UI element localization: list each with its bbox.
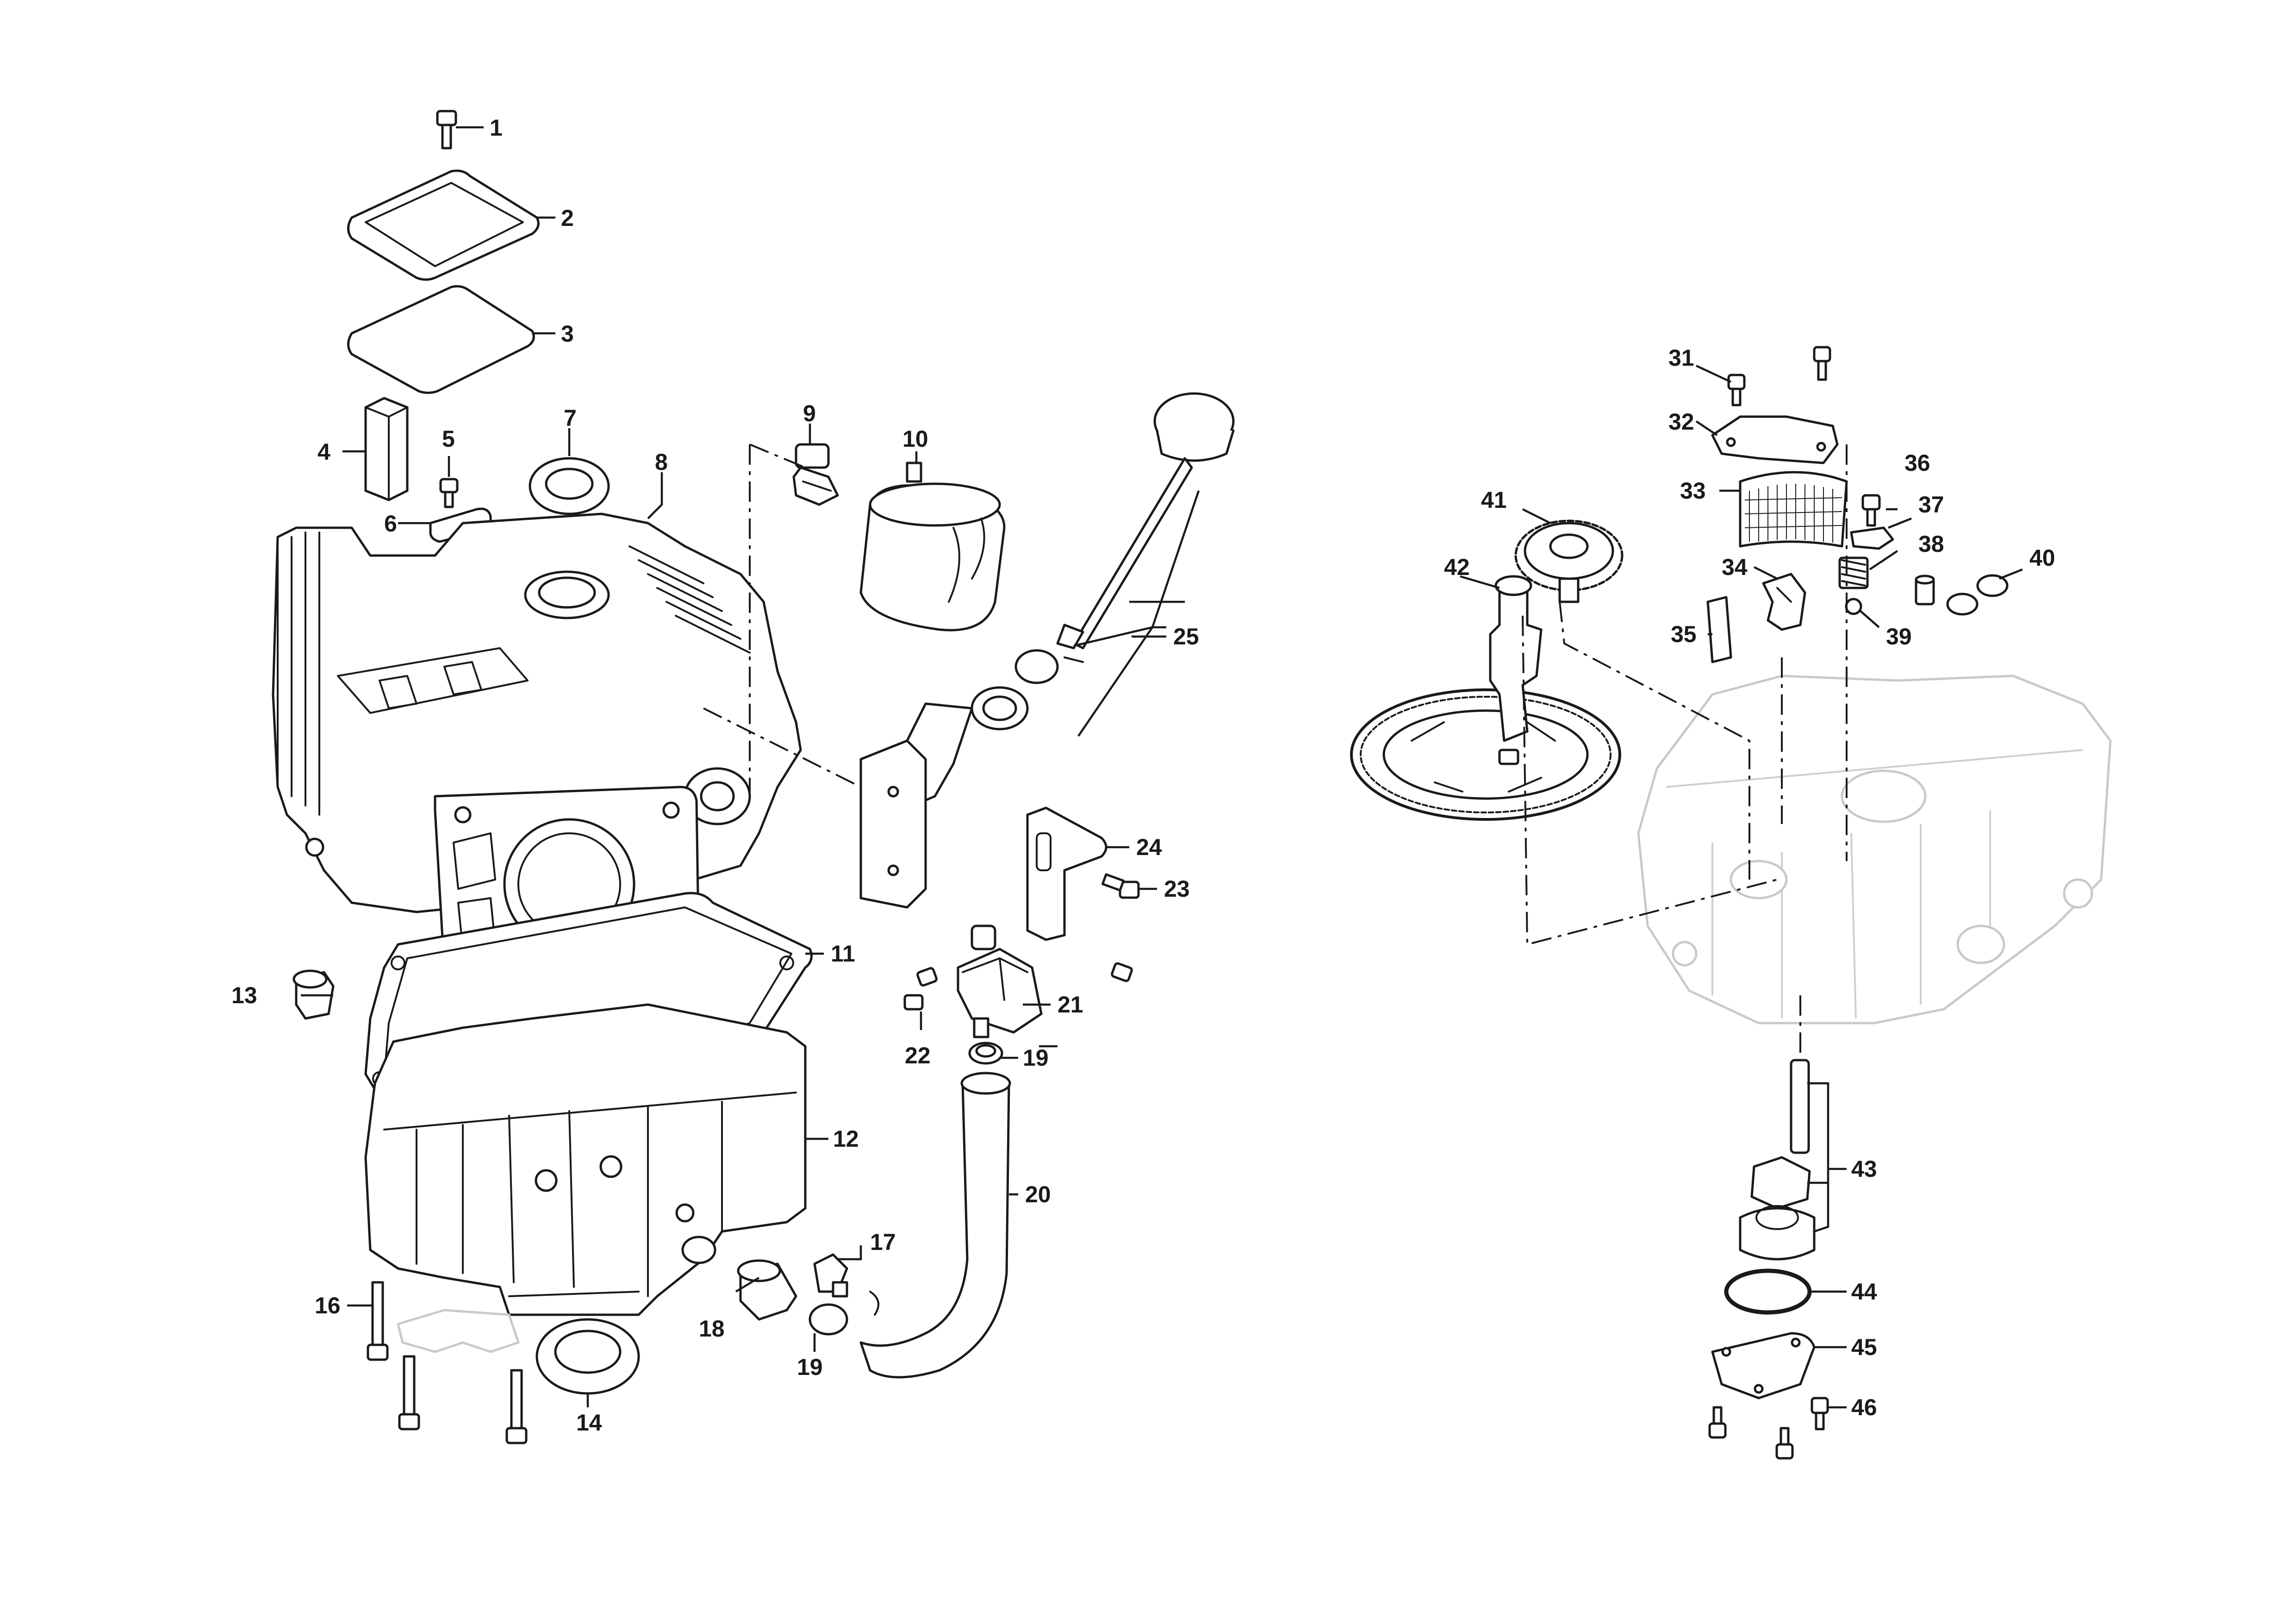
callout-2: 2 <box>561 205 574 231</box>
part-36-bolt <box>1861 494 1881 527</box>
leader-lines <box>301 126 2023 1409</box>
callout-22: 22 <box>905 1043 931 1068</box>
callout-39: 39 <box>1886 624 1912 650</box>
part-39-ball <box>1845 598 1862 615</box>
part-34-valve <box>1762 573 1806 631</box>
part-31-bolts <box>1727 346 1831 406</box>
ghost-bracket-lower <box>397 1309 520 1353</box>
callout-23: 23 <box>1164 876 1190 902</box>
callout-3: 3 <box>561 321 574 347</box>
part-23-bolt <box>1101 873 1140 899</box>
callout-43: 43 <box>1851 1156 1877 1182</box>
callout-13: 13 <box>231 982 257 1008</box>
callout-11: 11 <box>831 941 855 967</box>
callout-1: 1 <box>490 115 503 141</box>
callout-41: 41 <box>1481 487 1507 513</box>
callout-46: 46 <box>1851 1394 1877 1420</box>
callout-24: 24 <box>1136 834 1162 860</box>
part-45-cover <box>1711 1332 1816 1399</box>
part-42-camshaft <box>1350 575 1621 821</box>
ghost-crankcase-right <box>1637 675 2112 1024</box>
callout-19-bottom: 19 <box>797 1354 823 1380</box>
callout-18: 18 <box>699 1316 725 1342</box>
part-38-spring <box>1838 556 1869 589</box>
callout-7: 7 <box>564 405 577 431</box>
part-18-fitting <box>737 1259 797 1321</box>
part-8-engine-block <box>272 512 802 987</box>
part-19-clamp-top <box>968 1042 1003 1065</box>
callout-36: 36 <box>1904 450 1930 476</box>
part-4-block <box>364 397 409 501</box>
part-7-oil-seal <box>529 457 610 515</box>
alignment-line-filter <box>703 443 861 796</box>
part-22-bolts <box>903 962 1133 1011</box>
part-35-spacer <box>1706 596 1732 663</box>
part-20-hose <box>859 1072 1011 1379</box>
part-14-seal <box>535 1318 640 1395</box>
callout-40: 40 <box>2029 545 2055 571</box>
part-32-plate <box>1711 415 1839 464</box>
callout-19-top: 19 <box>1023 1045 1049 1071</box>
callout-38: 38 <box>1918 531 1944 557</box>
part-3-gasket <box>347 285 535 394</box>
part-40-plunger <box>1915 574 2009 616</box>
part-25-dipstick-assembly <box>859 392 1235 909</box>
part-9-fitting <box>792 443 839 506</box>
part-33-screen <box>1739 471 1848 548</box>
part-2-cover-plate <box>347 169 540 281</box>
callout-35: 35 <box>1671 621 1697 647</box>
callout-21: 21 <box>1058 992 1083 1018</box>
part-12-crankcase <box>364 1003 807 1316</box>
part-24-bracket <box>1026 806 1108 941</box>
callout-9: 9 <box>803 400 816 426</box>
callout-17: 17 <box>870 1229 896 1255</box>
callout-37: 37 <box>1918 492 1944 518</box>
part-1-bolt <box>436 110 457 150</box>
callout-12: 12 <box>833 1126 859 1152</box>
callout-16: 16 <box>315 1293 341 1318</box>
callout-8: 8 <box>655 449 668 475</box>
callout-5: 5 <box>442 426 455 452</box>
part-19-clamp-bottom <box>809 1291 879 1336</box>
part-37-plate <box>1850 526 1894 550</box>
callout-labels: 1 2 3 4 5 6 7 8 9 10 11 12 13 14 16 17 1… <box>231 115 2055 1436</box>
callout-20: 20 <box>1025 1181 1051 1207</box>
part-17-sensor <box>813 1253 848 1298</box>
part-41-gear <box>1514 519 1624 603</box>
callout-32: 32 <box>1668 409 1694 435</box>
part-10-oil-filter <box>859 462 1006 631</box>
callout-14: 14 <box>576 1410 602 1436</box>
callout-42: 42 <box>1444 554 1470 580</box>
callout-6: 6 <box>384 511 397 537</box>
part-16-bolts <box>367 1281 528 1444</box>
part-43-oil-pump <box>1739 1059 1816 1261</box>
callout-44: 44 <box>1851 1279 1877 1305</box>
part-46-bolts <box>1708 1397 1829 1460</box>
callout-45: 45 <box>1851 1334 1877 1360</box>
callout-10: 10 <box>902 426 928 452</box>
callout-25: 25 <box>1173 624 1199 650</box>
callout-33: 33 <box>1680 478 1706 504</box>
callout-31: 31 <box>1668 345 1694 371</box>
part-21-sensor <box>957 924 1043 1038</box>
callout-4: 4 <box>317 439 330 465</box>
part-5-bolt <box>439 478 459 508</box>
callout-34: 34 <box>1722 554 1748 580</box>
part-44-o-ring <box>1724 1268 1812 1315</box>
